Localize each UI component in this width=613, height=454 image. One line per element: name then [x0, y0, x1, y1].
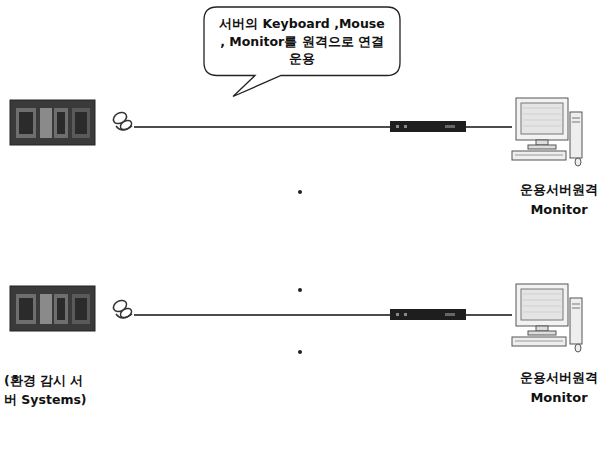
kvm-extender [390, 121, 466, 132]
monitor-label: 운용서버원격 Monitor [505, 180, 613, 219]
remote-pc [512, 284, 582, 352]
ellipsis-dot [298, 350, 302, 354]
remote-pc [512, 98, 582, 166]
monitor-label: 운용서버원격 Monitor [505, 368, 613, 407]
row-top [10, 98, 582, 166]
row-bottom [10, 284, 582, 352]
cable [134, 126, 392, 128]
ellipsis-dot [298, 190, 302, 194]
kvm-dongle [111, 110, 133, 131]
bubble-shape [204, 7, 400, 97]
cable [134, 314, 392, 316]
server-rack [10, 286, 95, 331]
cable [466, 126, 512, 128]
system-label: (환경 감시 서 버 Systems) [4, 372, 96, 410]
kvm-extender [390, 309, 466, 320]
server-rack [10, 100, 95, 145]
cable [466, 314, 512, 316]
kvm-dongle [111, 298, 133, 319]
callout-text: 서버의 Keyboard ,Mouse , Monitor를 원격으로 연결 운… [215, 15, 389, 68]
ellipsis-dot [298, 288, 302, 292]
callout-bubble: 서버의 Keyboard ,Mouse , Monitor를 원격으로 연결 운… [203, 6, 401, 77]
